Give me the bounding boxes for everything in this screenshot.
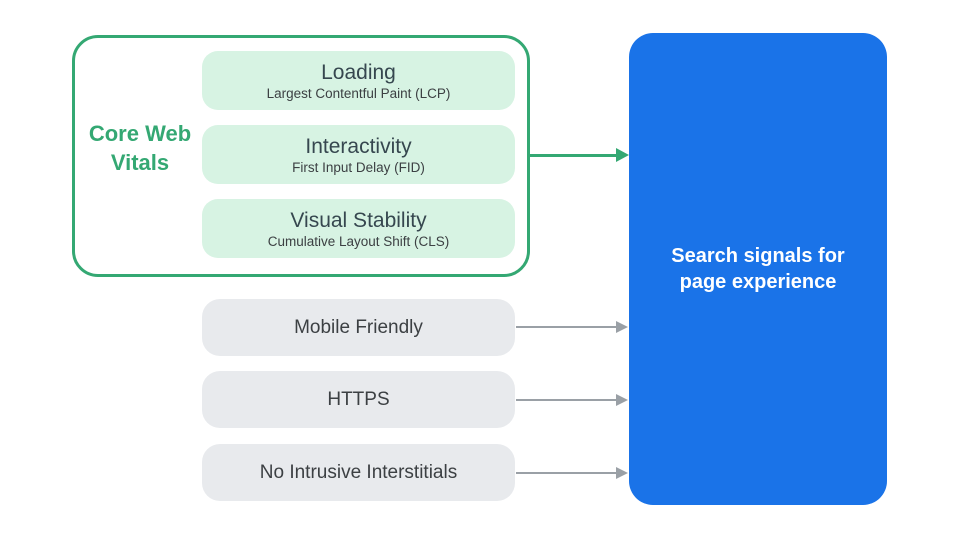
arrow-head-icon	[616, 148, 629, 162]
search-signals-label: Search signals for page experience	[671, 245, 845, 293]
arrow-shaft	[516, 472, 616, 474]
pill-mobile-friendly-label: Mobile Friendly	[294, 317, 423, 338]
pill-https-label: HTTPS	[327, 389, 390, 410]
pill-no-intrusive-interstitials: No Intrusive Interstitials	[202, 444, 515, 501]
arrow-core-web-vitals	[530, 147, 629, 163]
arrow-no-intrusive-interstitials	[516, 465, 628, 481]
pill-visual-stability-title: Visual Stability	[290, 208, 427, 232]
arrow-head-icon	[616, 467, 628, 479]
arrow-shaft	[516, 399, 616, 401]
pill-visual-stability-subtitle: Cumulative Layout Shift (CLS)	[267, 233, 450, 249]
arrow-https	[516, 392, 628, 408]
arrow-head-icon	[616, 394, 628, 406]
pill-visual-stability: Visual Stability Cumulative Layout Shift…	[202, 199, 515, 258]
arrow-shaft	[516, 326, 616, 328]
arrow-head-icon	[616, 321, 628, 333]
pill-https: HTTPS	[202, 371, 515, 428]
pill-interactivity-title: Interactivity	[305, 134, 412, 158]
arrow-shaft	[530, 153, 616, 157]
search-signals-box: Search signals for page experience	[629, 33, 887, 505]
arrow-mobile-friendly	[516, 319, 628, 335]
pill-interactivity-subtitle: First Input Delay (FID)	[292, 159, 425, 175]
pill-loading: Loading Largest Contentful Paint (LCP)	[202, 51, 515, 110]
pill-interactivity: Interactivity First Input Delay (FID)	[202, 125, 515, 184]
pill-loading-subtitle: Largest Contentful Paint (LCP)	[266, 85, 451, 101]
pill-loading-title: Loading	[321, 60, 396, 84]
pill-mobile-friendly: Mobile Friendly	[202, 299, 515, 356]
core-web-vitals-label: Core Web Vitals	[88, 121, 192, 175]
pill-no-intrusive-interstitials-label: No Intrusive Interstitials	[259, 462, 458, 483]
